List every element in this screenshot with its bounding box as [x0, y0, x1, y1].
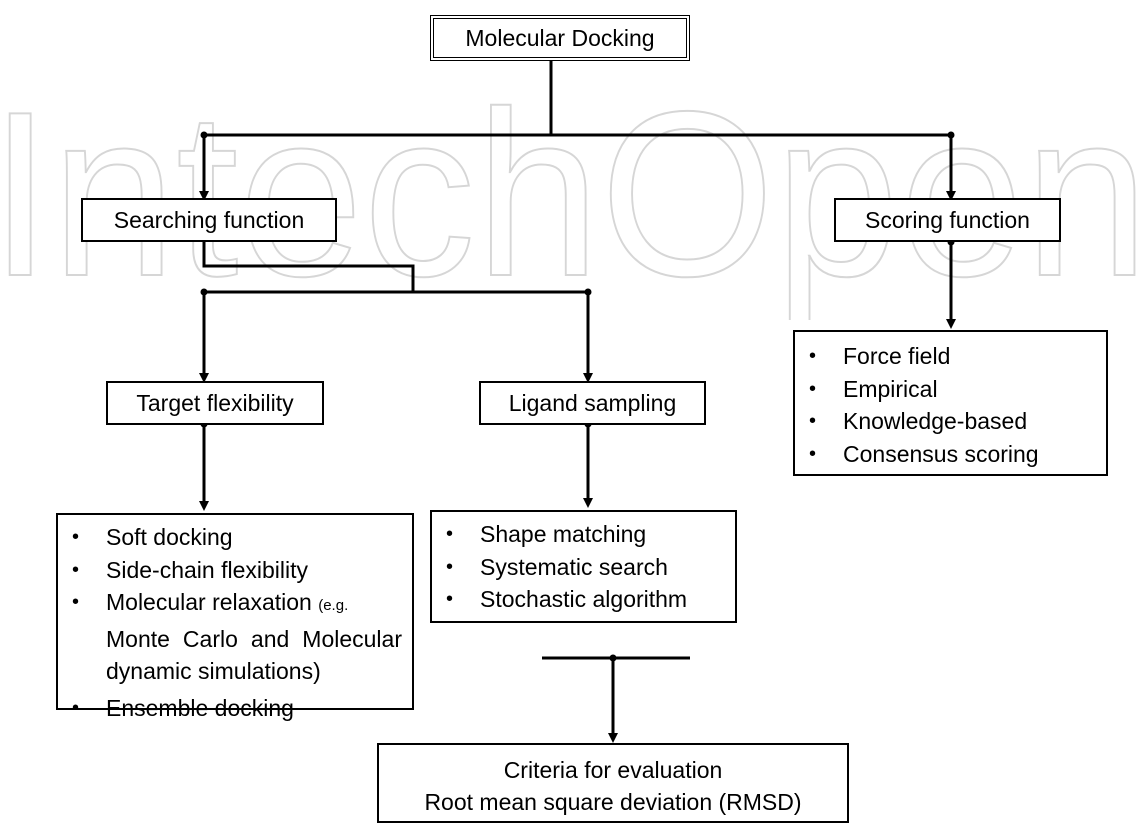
scoring-methods-list: Force field Empirical Knowledge-based Co… — [793, 330, 1108, 476]
relaxation-label: Molecular relaxation — [106, 589, 312, 615]
relaxation-subtext-line1: Monte Carlo and Molecular — [106, 625, 402, 652]
list-item: Ensemble docking — [62, 692, 408, 725]
target-flexibility-node: Target flexibility — [106, 381, 324, 425]
target-flexibility-list: Soft docking Side-chain flexibility Mole… — [56, 513, 414, 724]
ligand-sampling-node: Ligand sampling — [479, 381, 706, 425]
evaluation-criteria-node: Criteria for evaluation Root mean square… — [377, 743, 849, 823]
searching-function-node: Searching function — [81, 198, 337, 242]
list-item: Knowledge-based — [799, 405, 1102, 438]
ligand-sampling-label: Ligand sampling — [508, 389, 677, 416]
relaxation-subtext-line2: dynamic simulations) — [106, 658, 321, 684]
list-item: Force field — [799, 340, 1102, 373]
scoring-function-label: Scoring function — [865, 206, 1030, 233]
list-item: Empirical — [799, 373, 1102, 406]
relaxation-note: (e.g. — [318, 597, 349, 614]
list-item: Side-chain flexibility — [62, 554, 408, 587]
list-item: Molecular relaxation (e.g. — [62, 586, 408, 623]
list-item: Systematic search — [436, 551, 731, 584]
scoring-function-node: Scoring function — [834, 198, 1061, 242]
list-item: Consensus scoring — [799, 438, 1102, 471]
searching-stem — [202, 240, 415, 292]
target-flexibility-label: Target flexibility — [136, 389, 294, 416]
criteria-title: Criteria for evaluation — [503, 757, 723, 783]
list-item: Stochastic algorithm — [436, 583, 731, 616]
list-item: Soft docking — [62, 521, 408, 554]
ligand-sampling-list: Shape matching Systematic search Stochas… — [430, 510, 737, 623]
searching-function-label: Searching function — [113, 206, 305, 233]
root-node: Molecular Docking — [430, 15, 690, 61]
criteria-metric: Root mean square deviation (RMSD) — [424, 789, 802, 815]
root-label: Molecular Docking — [465, 24, 655, 51]
list-item: Shape matching — [436, 518, 731, 551]
